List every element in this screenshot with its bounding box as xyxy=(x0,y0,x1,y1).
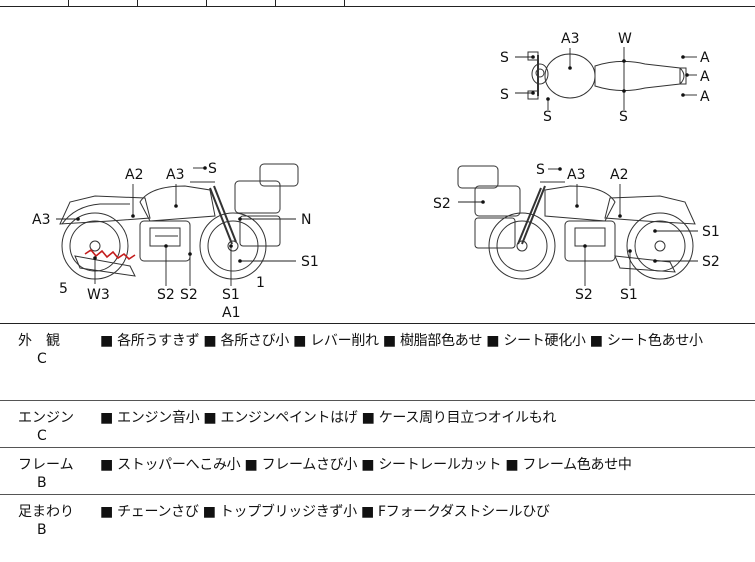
left-label-w3: W3 xyxy=(87,287,110,303)
top-label-s-upper: S xyxy=(500,50,509,66)
left-label-s2-b: S2 xyxy=(180,287,198,303)
condition-category: 足まわり xyxy=(18,504,74,520)
leader-lines xyxy=(56,47,698,286)
left-label-a3-tank: A3 xyxy=(166,167,184,183)
top-label-a-3: A xyxy=(700,89,710,105)
condition-grade: B xyxy=(37,522,47,538)
condition-row-suspension: 足まわり B ■ チェーンさび ■ トップブリッジきず小 ■ Fフォークダストシ… xyxy=(0,495,755,561)
header-strip xyxy=(0,0,755,7)
header-divider xyxy=(68,0,69,6)
condition-category: 外 観 xyxy=(18,333,60,349)
condition-grade: C xyxy=(37,428,47,444)
right-label-a2: A2 xyxy=(610,167,628,183)
condition-items: ■ ストッパーへこみ小 ■ フレームさび小 ■ シートレールカット ■ フレーム… xyxy=(100,457,632,473)
condition-row-engine: エンジン C ■ エンジン音小 ■ エンジンペイントはげ ■ ケース周り目立つオ… xyxy=(0,401,755,448)
right-view-drawing xyxy=(457,165,696,280)
damage-mark-icon xyxy=(84,248,136,261)
right-label-s2-rear: S2 xyxy=(702,254,720,270)
right-label-a3: A3 xyxy=(567,167,585,183)
top-label-s-front: S xyxy=(543,109,552,125)
top-label-s-mid: S xyxy=(619,109,628,125)
header-divider xyxy=(344,0,345,6)
condition-row-exterior: 外 観 C ■ 各所うすきず ■ 各所さび小 ■ レバー削れ ■ 樹脂部色あせ … xyxy=(0,324,755,401)
top-label-s-lower: S xyxy=(500,87,509,103)
right-label-s2-engine: S2 xyxy=(575,287,593,303)
condition-category: フレーム xyxy=(18,457,74,473)
left-label-s1-fork: S1 xyxy=(222,287,240,303)
top-label-w: W xyxy=(618,31,632,47)
right-label-s1-engine: S1 xyxy=(620,287,638,303)
damage-diagram: A3 W S S S S A A A A2 A3 S A3 N S1 5 W3 … xyxy=(0,6,755,323)
left-label-n: N xyxy=(301,212,311,228)
left-label-a3-tail: A3 xyxy=(32,212,50,228)
header-divider xyxy=(275,0,276,6)
top-view-drawing xyxy=(527,51,687,100)
top-label-a-1: A xyxy=(700,50,710,66)
top-label-a3: A3 xyxy=(561,31,579,47)
condition-items: ■ エンジン音小 ■ エンジンペイントはげ ■ ケース周り目立つオイルもれ xyxy=(100,410,557,426)
left-label-s1-wheel: S1 xyxy=(301,254,319,270)
left-view-drawing xyxy=(59,163,299,280)
condition-table: 外 観 C ■ 各所うすきず ■ 各所さび小 ■ レバー削れ ■ 樹脂部色あせ … xyxy=(0,323,755,562)
left-label-a1: A1 xyxy=(222,305,240,321)
condition-items: ■ 各所うすきず ■ 各所さび小 ■ レバー削れ ■ 樹脂部色あせ ■ シート硬… xyxy=(100,333,703,349)
left-label-a2: A2 xyxy=(125,167,143,183)
condition-items: ■ チェーンさび ■ トップブリッジきず小 ■ Fフォークダストシールひび xyxy=(100,504,550,520)
condition-grade: B xyxy=(37,475,47,491)
left-label-5: 5 xyxy=(59,281,68,297)
right-label-s1-rear: S1 xyxy=(702,224,720,240)
right-label-s-mirror: S xyxy=(536,162,545,178)
damage-markers xyxy=(76,55,689,263)
condition-grade: C xyxy=(37,351,47,367)
motorcycle-diagram-svg: A3 W S S S S A A A A2 A3 S A3 N S1 5 W3 … xyxy=(32,31,720,321)
right-label-s2-box: S2 xyxy=(433,196,451,212)
left-label-s-mirror: S xyxy=(208,161,217,177)
header-divider xyxy=(137,0,138,6)
condition-category: エンジン xyxy=(18,410,74,426)
header-divider xyxy=(206,0,207,6)
left-label-s2-a: S2 xyxy=(157,287,175,303)
top-label-a-2: A xyxy=(700,69,710,85)
left-label-1: 1 xyxy=(256,275,265,291)
condition-row-frame: フレーム B ■ ストッパーへこみ小 ■ フレームさび小 ■ シートレールカット… xyxy=(0,448,755,495)
